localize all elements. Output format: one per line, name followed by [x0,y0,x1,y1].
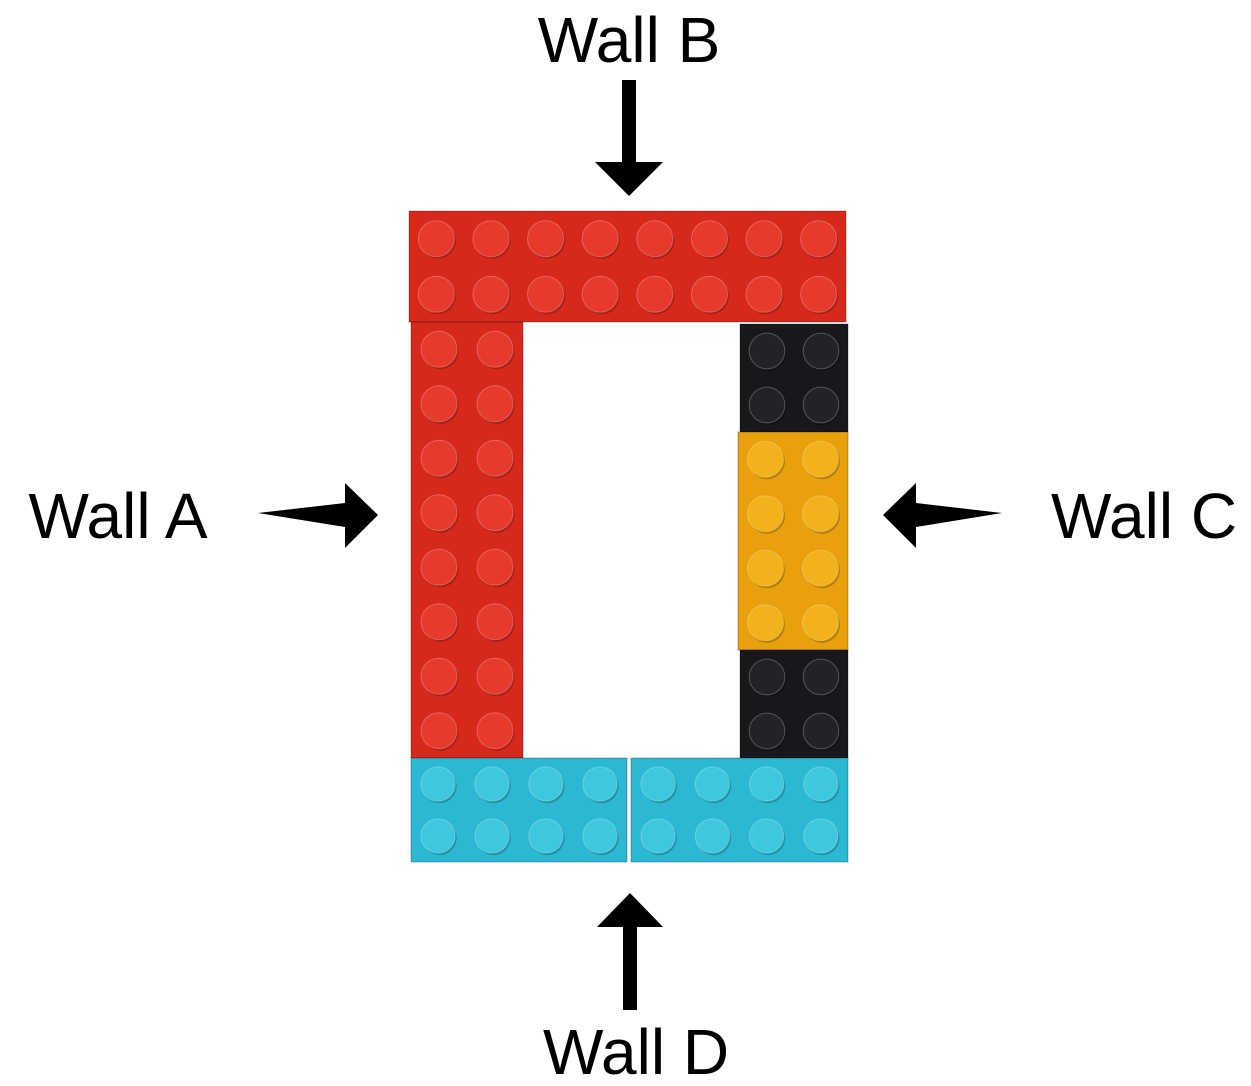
stud [747,549,784,587]
stud [476,330,514,368]
stud [420,712,458,750]
stud [581,275,619,313]
stud [803,766,839,802]
arrow-up-icon [597,893,663,1010]
stud [528,766,564,802]
stud [748,712,786,750]
stud [802,604,839,642]
stud [474,818,510,854]
lego-brick-wall-c [739,323,849,433]
stud [636,275,674,313]
stud [476,439,514,477]
brick-layer [408,210,849,863]
stud [420,494,458,532]
stud [420,603,458,641]
stud [420,657,458,695]
stud [476,712,514,750]
stud [802,712,840,750]
stud [748,332,786,370]
stud [476,603,514,641]
stud [420,818,456,854]
wall-b-label: Wall B [538,4,721,76]
stud [802,495,839,533]
stud [582,818,618,854]
stud [420,330,458,368]
stud [581,220,619,258]
lego-brick-wall-d [630,757,849,863]
arrow-down-icon [595,80,663,196]
lego-brick-wall-c [739,649,849,759]
stud [802,440,839,478]
stud [802,658,840,696]
stud [472,220,510,258]
stud [694,818,731,854]
wall-a-label: Wall A [29,480,208,552]
stud [528,818,564,854]
stud [803,818,839,854]
stud [474,766,510,802]
stud [640,818,676,854]
stud [690,220,728,258]
stud [802,386,840,424]
stud [582,766,618,802]
stud [527,275,565,313]
stud [800,220,838,258]
stud [476,548,514,586]
stud [745,220,783,258]
arrow-right-icon [258,483,378,548]
stud [476,657,514,695]
stud [745,275,783,313]
stud [747,604,784,642]
stud [420,548,458,586]
stud [694,766,731,802]
wall-c-label: Wall C [1051,480,1237,552]
stud [636,220,674,258]
lego-brick-wall-a [410,321,524,759]
stud [476,494,514,532]
stud [417,220,455,258]
stud [747,440,784,478]
stud [748,818,785,854]
stud [802,332,840,370]
stud [748,658,786,696]
stud [420,385,458,423]
lego-brick-wall-d [410,757,628,863]
stud [802,549,839,587]
stud [476,385,514,423]
stud [748,766,785,802]
stud [640,766,676,802]
stud [527,220,565,258]
wall-d-label: Wall D [543,1016,729,1086]
stud [472,275,510,313]
lego-brick-wall-c [737,431,849,651]
stud [800,275,838,313]
stud [747,495,784,533]
stud [417,275,455,313]
lego-brick-wall-b [408,210,847,323]
arrow-left-icon [883,483,1002,548]
stud [420,439,458,477]
stud [748,386,786,424]
stud [690,275,728,313]
stud [420,766,456,802]
